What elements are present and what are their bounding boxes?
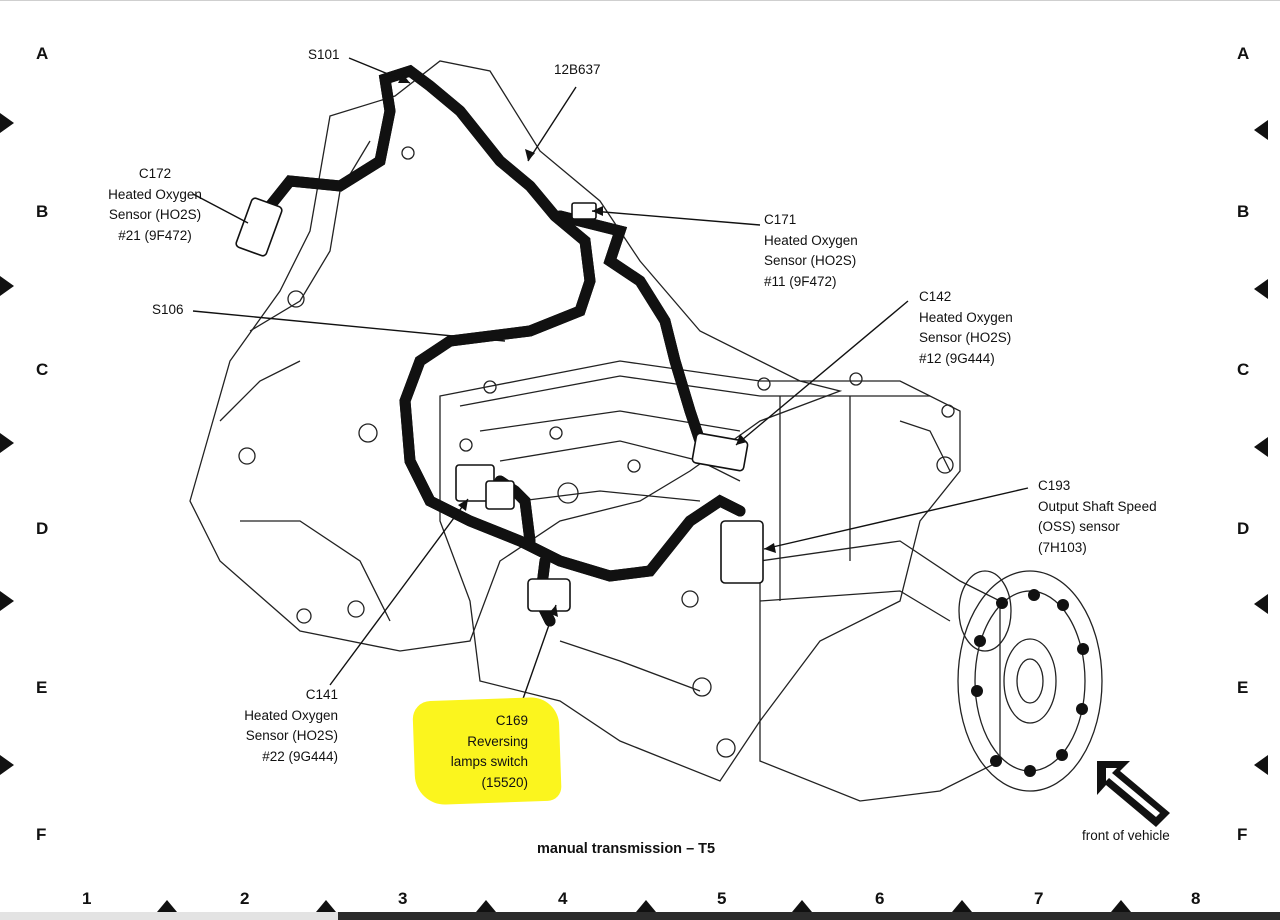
label-c193: C193 Output Shaft Speed (OSS) sensor (7H…: [1038, 478, 1157, 555]
connector-c193: [720, 520, 764, 584]
bell-housing: [189, 60, 843, 652]
col-label-3: 3: [398, 889, 408, 908]
col-label-1: 1: [82, 889, 92, 908]
row-label-f-right: F: [1237, 825, 1248, 844]
row-label-c-right: C: [1237, 360, 1250, 379]
col-label-6: 6: [875, 889, 885, 908]
extension-housing: [759, 540, 1001, 802]
row-label-a-right: A: [1237, 44, 1250, 63]
col-label-2: 2: [240, 889, 250, 908]
transmission-case: [439, 360, 961, 782]
col-label-5: 5: [717, 889, 727, 908]
row-label-f-left: F: [36, 825, 47, 844]
connector-c142: [691, 432, 749, 472]
row-label-a-left: A: [36, 44, 49, 63]
row-label-d-right: D: [1237, 519, 1250, 538]
row-label-b-left: B: [36, 202, 49, 221]
label-s101: S101: [308, 47, 340, 62]
front-arrow-icon: [1097, 761, 1170, 827]
leader-lines: [192, 57, 1029, 714]
label-c142: C142 Heated Oxygen Sensor (HO2S) #12 (9G…: [919, 289, 1013, 366]
row-label-e-right: E: [1237, 678, 1249, 697]
label-c141: C141 Heated Oxygen Sensor (HO2S) #22 (9G…: [244, 687, 338, 764]
margin-ticks: [0, 113, 1268, 912]
label-c169: C169 Reversing lamps switch (15520): [450, 713, 528, 790]
col-label-8: 8: [1191, 889, 1201, 908]
connector-c169: [527, 578, 571, 612]
col-label-7: 7: [1034, 889, 1044, 908]
label-c171: C171 Heated Oxygen Sensor (HO2S) #11 (9F…: [764, 212, 858, 289]
row-label-b-right: B: [1237, 202, 1250, 221]
bottom-strip: [0, 912, 1280, 920]
label-c172: C172 Heated Oxygen Sensor (HO2S) #21 (9F…: [108, 166, 202, 243]
col-label-4: 4: [558, 889, 568, 908]
label-s106: S106: [152, 302, 184, 317]
label-12b637: 12B637: [554, 62, 601, 77]
output-flange: [957, 570, 1103, 792]
connector-c172: [235, 197, 283, 257]
row-label-d-left: D: [36, 519, 49, 538]
wiring-harness: [244, 64, 746, 627]
row-label-c-left: C: [36, 360, 49, 379]
row-label-e-left: E: [36, 678, 48, 697]
diagram-title: manual transmission – T5: [537, 841, 716, 857]
front-of-vehicle-label: front of vehicle: [1082, 828, 1170, 843]
